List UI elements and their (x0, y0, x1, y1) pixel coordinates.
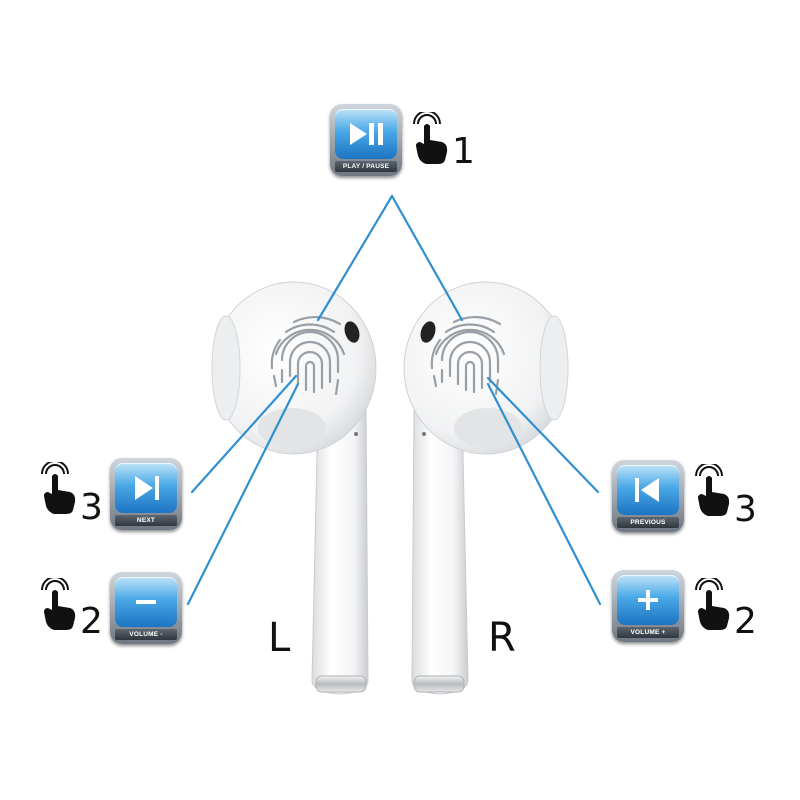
next-tap-count: 3 (80, 487, 103, 528)
play-pause-button[interactable]: PLAY / PAUSE (330, 104, 402, 176)
play-pause-icon (350, 123, 383, 145)
next-icon (135, 476, 159, 500)
tap-hand-icon (41, 578, 76, 630)
right-earbud-sensor (420, 321, 436, 343)
volume-up-button[interactable]: VOLUME + (612, 570, 684, 642)
right-side-label: R (488, 615, 516, 661)
connector-previous (486, 376, 600, 494)
volume-down-label: VOLUME - (115, 629, 177, 640)
right-earbud-tip (413, 675, 465, 693)
tap-hand-icon (413, 112, 448, 164)
play-pause-tap-count: 1 (452, 131, 475, 172)
left-side-label: L (268, 615, 291, 661)
previous-button[interactable]: PREVIOUS (612, 460, 684, 532)
minus-icon (136, 600, 156, 604)
volume-down-button[interactable]: VOLUME - (110, 572, 182, 644)
tap-hand-icon (695, 578, 730, 630)
connector-volume-down (186, 382, 300, 606)
connector-play-left (316, 194, 394, 322)
right-earbud (403, 281, 569, 695)
volume-up-tap-count: 2 (734, 601, 757, 642)
plus-icon (638, 590, 658, 610)
next-button[interactable]: NEXT (110, 458, 182, 530)
right-earbud-stem (411, 407, 469, 695)
volume-up-label: VOLUME + (617, 627, 679, 638)
left-earbud-tip (315, 675, 367, 693)
previous-label: PREVIOUS (617, 517, 679, 528)
connector-next (190, 374, 298, 494)
left-earbud (211, 281, 377, 695)
connector-volume-up (486, 382, 602, 606)
volume-down-tap-count: 2 (80, 601, 103, 642)
left-earbud-stem (311, 407, 369, 695)
left-earbud-sensor (344, 321, 360, 343)
connector-play-right (390, 194, 464, 322)
previous-icon (635, 478, 659, 502)
tap-hand-icon (41, 462, 76, 514)
play-pause-label: PLAY / PAUSE (335, 161, 397, 172)
next-label: NEXT (115, 515, 177, 526)
tap-hand-icon (695, 464, 730, 516)
previous-tap-count: 3 (734, 489, 757, 530)
connector-lines (186, 194, 602, 606)
